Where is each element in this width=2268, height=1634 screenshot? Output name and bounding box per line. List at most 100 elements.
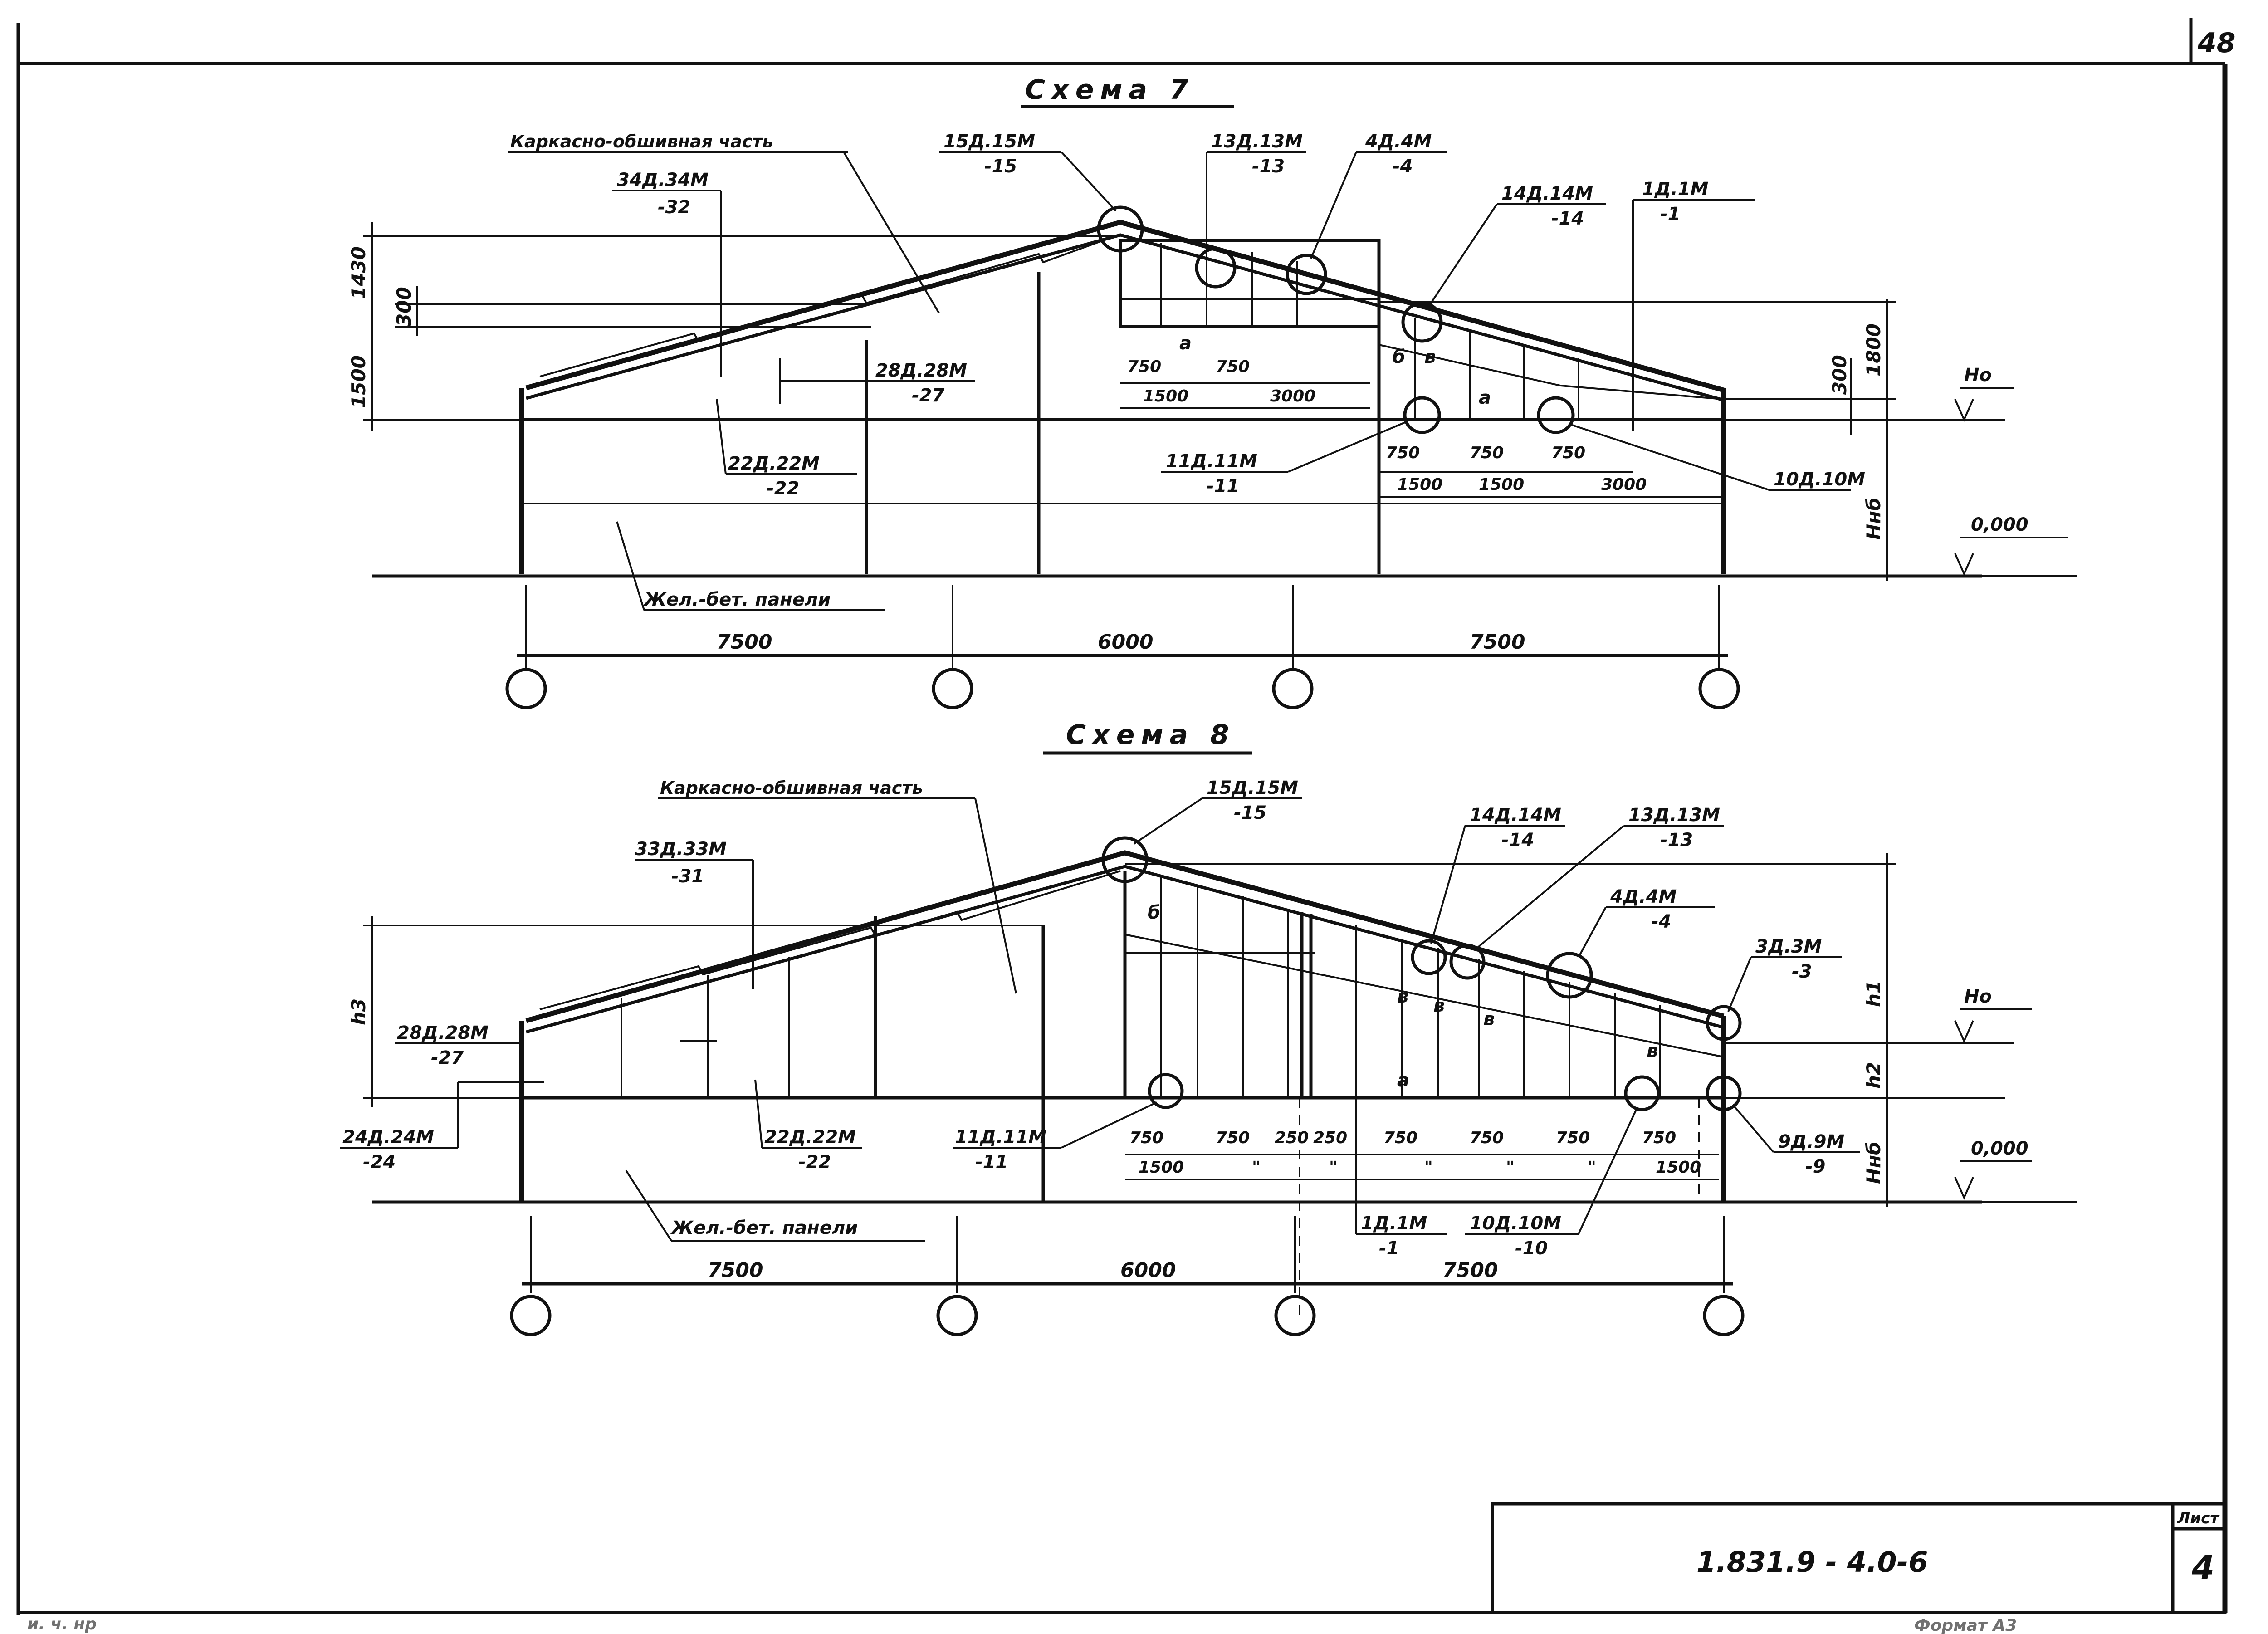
- scheme7-span-1: 7500: [717, 631, 772, 654]
- scheme8-callout-1: 1Д.1М -1: [1355, 1084, 1447, 1259]
- scheme8-level-zero: 0,000: [1971, 1138, 2028, 1159]
- svg-text:14Д.14М: 14Д.14М: [1501, 183, 1593, 204]
- scheme8-dim-h1: h1: [1862, 980, 1885, 1007]
- scheme8-subdim-16: 1500: [1656, 1158, 1701, 1177]
- svg-text:-10: -10: [1515, 1238, 1548, 1259]
- svg-text:34Д.34М: 34Д.34М: [617, 170, 709, 191]
- scheme8-subdim-1: 750: [1129, 1129, 1163, 1147]
- list-label: Лист: [2177, 1509, 2220, 1527]
- list-number: 4: [2191, 1548, 2214, 1586]
- scheme8-callout-22: 22Д.22М -22: [754, 1079, 862, 1173]
- svg-text:-11: -11: [975, 1152, 1008, 1173]
- scheme7-panels-label: Жел.-бет. панели: [643, 589, 831, 610]
- svg-text:-13: -13: [1660, 830, 1693, 851]
- scheme7-subdim-4: 3000: [1270, 387, 1315, 406]
- svg-text:13Д.13М: 13Д.13М: [1211, 131, 1303, 152]
- svg-text:4Д.4М: 4Д.4М: [1610, 886, 1677, 907]
- scheme7-mark-a1: a: [1179, 333, 1192, 354]
- scheme8-callout-10: 10Д.10М -10: [1465, 1106, 1638, 1259]
- scheme8-vertical-dims: [363, 853, 2077, 1207]
- scheme8-dim-hnb: Hнб: [1862, 1142, 1885, 1184]
- svg-text:-27: -27: [912, 385, 944, 406]
- scheme8-title: Схема 8: [1066, 719, 1236, 751]
- scheme8-subdim-7: 750: [1556, 1129, 1590, 1147]
- scheme8-subdim-14: ": [1506, 1158, 1515, 1177]
- scheme7-callout-13: 13Д.13М -13: [1206, 131, 1306, 254]
- scheme7-callout-14: 14Д.14М -14: [1428, 183, 1606, 307]
- svg-text:15Д.15М: 15Д.15М: [943, 131, 1035, 152]
- scheme7-title: Схема 7: [1025, 74, 1195, 106]
- sheet-frame: [16, 18, 2228, 1615]
- svg-text:-14: -14: [1501, 830, 1534, 851]
- scheme7-frame-part-label: Каркасно-обшивная часть: [510, 132, 773, 152]
- scheme7-sub-dimlines: [1120, 382, 1724, 498]
- svg-text:-24: -24: [363, 1152, 396, 1173]
- svg-text:-15: -15: [1234, 802, 1266, 823]
- scheme8-span-3: 7500: [1442, 1259, 1498, 1282]
- scheme7-level-zero: 0,000: [1971, 514, 2028, 535]
- svg-text:-14: -14: [1551, 208, 1584, 229]
- svg-text:-1: -1: [1379, 1238, 1399, 1259]
- svg-text:11Д.11М: 11Д.11М: [955, 1127, 1046, 1148]
- scheme7-dim-300-right: 300: [1828, 355, 1851, 395]
- svg-text:-9: -9: [1805, 1156, 1825, 1177]
- scheme8-callout-11: 11Д.11М -11: [953, 1101, 1157, 1173]
- svg-text:-11: -11: [1207, 476, 1239, 497]
- scheme8-axis-2: [936, 1295, 978, 1336]
- doc-code: 1.831.9 - 4.0-6: [1696, 1546, 1928, 1579]
- scheme7-span-2: 6000: [1098, 631, 1153, 654]
- scheme8-level-ho: Ho: [1964, 986, 1992, 1007]
- svg-text:28Д.28М: 28Д.28М: [875, 360, 967, 381]
- svg-text:-22: -22: [798, 1152, 831, 1173]
- svg-text:-4: -4: [1651, 911, 1671, 932]
- scheme7-callout-11: 11Д.11М -11: [1161, 421, 1407, 497]
- scheme7-subdim-6: 750: [1470, 444, 1504, 462]
- svg-text:-3: -3: [1792, 961, 1812, 982]
- scheme7-mark-b: б: [1393, 347, 1405, 367]
- scheme7-axis-4: [1698, 668, 1740, 709]
- svg-text:10Д.10М: 10Д.10М: [1774, 469, 1865, 490]
- scheme7-callout-4: 4Д.4М -4: [1310, 131, 1447, 259]
- svg-text:-22: -22: [767, 478, 799, 499]
- scheme7-dim-1430: 1430: [347, 246, 370, 299]
- svg-text:22Д.22М: 22Д.22М: [728, 453, 820, 474]
- svg-text:3Д.3М: 3Д.3М: [1755, 936, 1822, 957]
- scheme7-subdim-3: 1500: [1143, 387, 1188, 406]
- scheme8-dim-h2: h2: [1862, 1062, 1885, 1089]
- scheme8-subdim-12: ": [1329, 1158, 1338, 1177]
- scheme7-dim-300-left: 300: [393, 287, 415, 327]
- scheme7-callout-15: 15Д.15М -15: [939, 131, 1117, 212]
- scheme7-callout-22: 22Д.22М -22: [716, 399, 857, 499]
- scheme8-subdim-11: ": [1252, 1158, 1261, 1177]
- scheme8-callout-28: 28Д.28М -27: [395, 1022, 717, 1068]
- scheme7-callout-34: 34Д.34М -32: [612, 170, 722, 377]
- scheme7-subdim-8: 1500: [1397, 475, 1442, 494]
- scheme8-frame-part-label: Каркасно-обшивная часть: [660, 778, 923, 798]
- scheme8-sub-dimlines: [1125, 1154, 1719, 1180]
- svg-text:-13: -13: [1252, 156, 1285, 177]
- scheme8-mark-b: б: [1148, 902, 1160, 923]
- scheme8-mark-v2: в: [1433, 995, 1445, 1016]
- scheme8-span-1: 7500: [708, 1259, 763, 1282]
- scheme7-dim-1500: 1500: [347, 355, 370, 408]
- svg-text:24Д.24М: 24Д.24М: [342, 1127, 434, 1148]
- scheme7-callout-10: 10Д.10М: [1569, 423, 1865, 491]
- svg-text:10Д.10М: 10Д.10М: [1470, 1213, 1561, 1234]
- scheme8-subdim-8: 750: [1642, 1129, 1676, 1147]
- scheme8-subdim-4: 250: [1313, 1129, 1347, 1147]
- svg-text:33Д.33М: 33Д.33М: [635, 839, 727, 860]
- svg-text:15Д.15М: 15Д.15М: [1207, 778, 1298, 798]
- scheme8-mark-a: а: [1397, 1070, 1409, 1091]
- svg-text:-31: -31: [671, 866, 704, 887]
- scheme7-span-3: 7500: [1470, 631, 1525, 654]
- scheme7-subdim-5: 750: [1386, 444, 1420, 462]
- scheme8-subdim-2: 750: [1216, 1129, 1250, 1147]
- scheme7-vertical-dims: [363, 222, 2077, 581]
- scheme7-axis-3: [1272, 668, 1314, 709]
- scheme-7: Схема 7: [347, 74, 2077, 709]
- svg-text:-27: -27: [431, 1047, 464, 1068]
- scheme8-callout-24: 24Д.24М -24: [340, 1081, 544, 1173]
- scheme7-subdim-1: 750: [1127, 357, 1161, 376]
- svg-text:-32: -32: [658, 197, 690, 218]
- scheme8-callout-33: 33Д.33М -31: [635, 839, 754, 989]
